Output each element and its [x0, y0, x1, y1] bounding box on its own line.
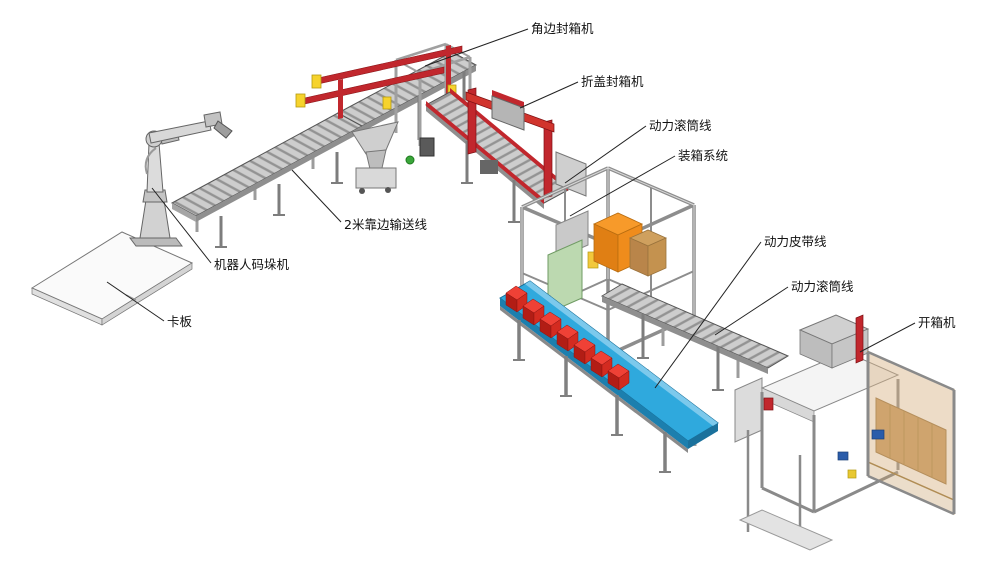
flap-motor: [480, 160, 498, 174]
label-box-erector: 开箱机: [918, 315, 956, 330]
hopper-spout: [365, 149, 387, 170]
packer-green-panel: [547, 239, 583, 314]
label-power-roller-line-1: 动力滚筒线: [649, 118, 712, 133]
erector-blue-part-2: [837, 451, 849, 461]
callouts: [106, 28, 916, 389]
control-box: [419, 137, 435, 157]
label-packing-system: 装箱系统: [678, 148, 728, 163]
corner-sealer-illustration: [295, 42, 478, 194]
flap-line-legs: [461, 141, 520, 223]
belt-frame-rail: [500, 306, 688, 453]
red-box: [522, 298, 545, 326]
red-box: [556, 324, 579, 352]
leader-corner-sealer: [424, 28, 529, 67]
belt-legs: [513, 320, 671, 473]
belt-conveyor-illustration: [499, 280, 719, 473]
belt-edge-highlight: [525, 281, 718, 426]
flap-sealer-illustration: [425, 87, 587, 223]
flap-column-right: [543, 119, 553, 199]
leader-power-roller-line-1: [564, 125, 647, 184]
leader-pallet: [106, 281, 165, 322]
flap-line-rail-bottom: [426, 101, 544, 204]
label-pallet: 卡板: [167, 314, 193, 329]
edge-conveyor-illustration: [170, 112, 364, 248]
label-robot-palletizer: 机器人码垛机: [214, 257, 290, 272]
robot-lower-arm: [146, 142, 164, 193]
flap-side-cabinet: [555, 151, 587, 197]
robot-cable: [144, 147, 157, 175]
magazine-carton-lines: [889, 404, 933, 478]
leader-robot-palletizer: [151, 187, 212, 264]
flap-column-left: [467, 87, 477, 155]
erector-red-clamp: [763, 397, 774, 411]
label-corner-sealer: 角边封箱机: [531, 21, 594, 36]
label-power-belt-line: 动力皮带线: [764, 234, 827, 249]
leader-flap-sealer: [519, 81, 579, 109]
label-power-roller-line-2: 动力滚筒线: [791, 279, 854, 294]
pallet-illustration: [30, 231, 194, 326]
edge-conveyor-legs: [215, 152, 343, 248]
leader-box-erector: [859, 322, 916, 353]
red-box: [573, 337, 596, 365]
flap-head-unit: [491, 95, 525, 131]
leader-power-roller-line-2: [714, 286, 789, 336]
leader-edge-conveyor: [291, 169, 342, 223]
erector-blue-part-1: [871, 429, 885, 440]
box-erector-illustration: [734, 314, 956, 551]
erector-base-plate: [738, 509, 834, 551]
robot-gripper: [213, 120, 233, 139]
leader-power-belt-line: [654, 241, 762, 389]
erector-red-bar: [855, 314, 864, 364]
leader-packing-system: [569, 155, 676, 217]
carton-brown-right: [647, 237, 667, 277]
robot-base-plate: [129, 237, 183, 247]
corner-red-post-2: [338, 79, 343, 119]
callout-labels: 角边封箱机 折盖封箱机 动力滚筒线 装箱系统 动力皮带线 动力滚筒线 开箱机 2…: [167, 21, 956, 330]
roller-line-2-illustration: [600, 283, 790, 391]
roller2-legs: [637, 314, 724, 391]
hopper-cart: [355, 167, 397, 189]
label-edge-conveyor: 2米靠边输送线: [344, 217, 427, 232]
red-box: [607, 363, 630, 391]
start-button: [405, 155, 415, 165]
label-flap-sealer: 折盖封箱机: [581, 74, 644, 89]
edge-conveyor-end: [172, 203, 196, 222]
hopper-wheel-1: [359, 188, 365, 194]
hopper-wheel-2: [385, 187, 391, 193]
belt-red-boxes: [505, 285, 630, 391]
magazine-frame: [866, 350, 956, 516]
flap-head-cap: [492, 90, 524, 108]
robot-forearm: [148, 120, 212, 144]
belt-end: [688, 423, 718, 449]
edge-conveyor-side: [196, 126, 362, 222]
flap-line-rail-top: [450, 88, 568, 191]
erector-yellow-part: [847, 469, 857, 479]
pallet-edge-right: [101, 262, 193, 326]
